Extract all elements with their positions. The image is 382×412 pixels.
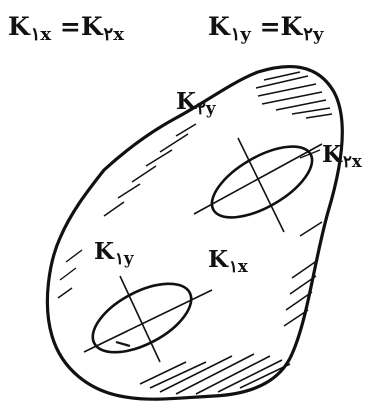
hatching-right-middle [283,221,323,327]
lower-element-ellipse [83,275,213,363]
eq-y-rhs-subscript: ۲y [303,24,324,46]
k1y-subscript: ۱y [115,247,134,268]
eq-x-rhs-subscript: ۲x [103,24,124,46]
k1x-subscript: ۱x [229,255,248,276]
equation-ky: K۱y =K۲y [208,12,323,44]
rock-body-outline [45,65,344,401]
eq-y-lhs-symbol: K [208,12,230,41]
k2y-symbol: K [176,88,196,115]
k2y-subscript: ۲y [197,97,216,118]
hatching-top-right [255,71,333,119]
eq-y-rhs-symbol: K [280,12,303,41]
lower-x-axis-line [83,289,213,353]
eq-y-equals: = [259,12,281,41]
label-k2x: K۲x [322,141,362,169]
eq-y-lhs-subscript: ۱y [230,24,251,46]
eq-x-equals: = [59,12,81,41]
hatching-bottom [139,353,291,395]
hatching-left-upper [103,123,197,217]
upper-element-ellipse [193,137,323,233]
eq-x-rhs-symbol: K [80,12,103,41]
label-k1x: K۱x [208,246,248,274]
label-k2y: K۲y [176,88,216,116]
label-k1y: K۱y [94,238,134,266]
k2x-symbol: K [322,141,342,168]
hatching-left-lower [57,249,83,299]
upper-y-axis-line [237,137,285,233]
k1x-symbol: K [208,246,228,273]
lower-y-axis-line [119,275,161,363]
k2x-subscript: ۲x [343,150,362,171]
eq-x-lhs-subscript: ۱x [30,24,52,46]
eq-x-lhs-symbol: K [8,12,30,41]
k2x-leader-line [299,149,321,159]
equation-kx: K۱x =K۲x [8,12,124,44]
lower-ellipse-mark [115,340,131,348]
k1y-symbol: K [94,238,114,265]
